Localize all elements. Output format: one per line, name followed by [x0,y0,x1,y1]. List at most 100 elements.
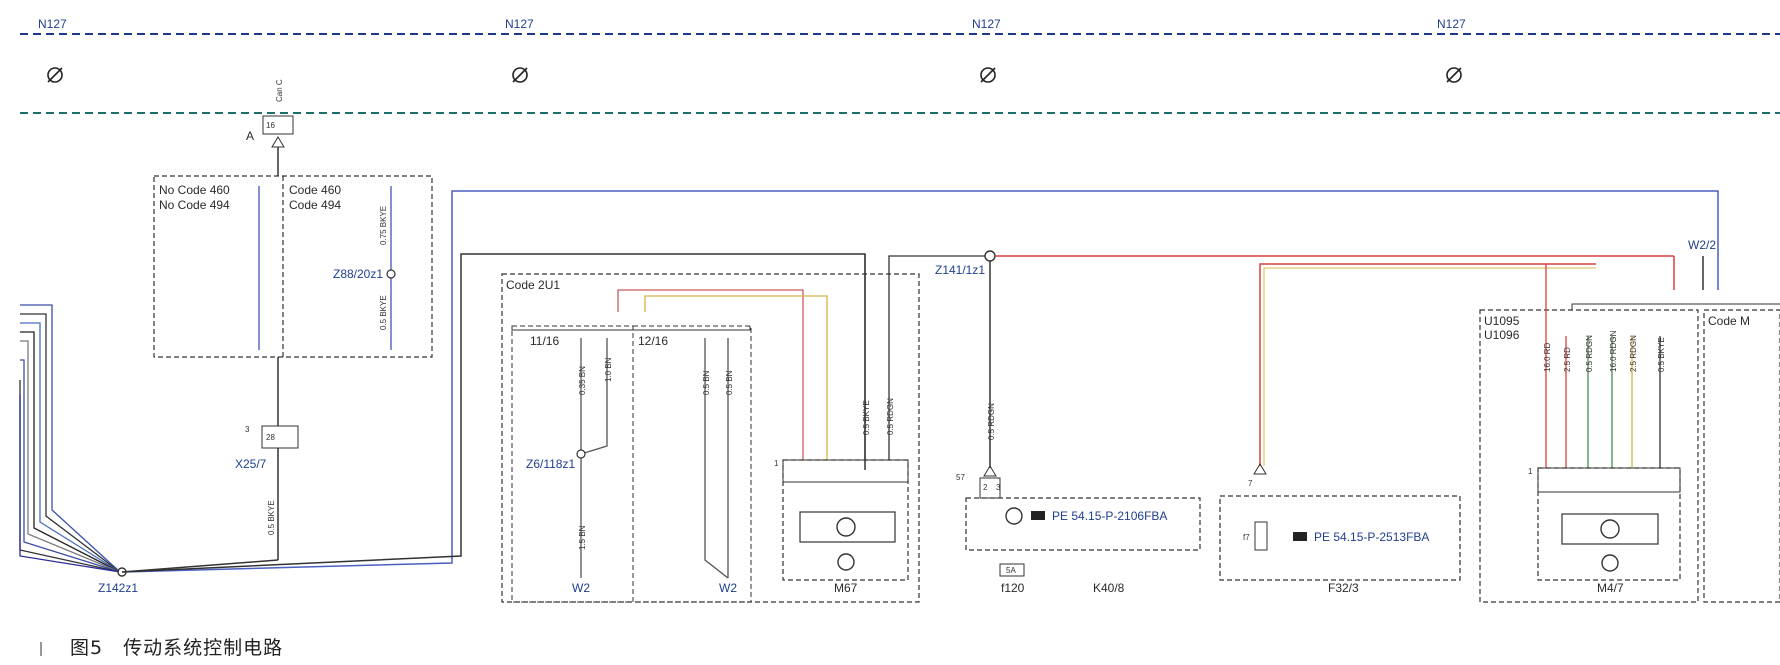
connector-a-triangle [271,136,285,148]
branch-11-16: 11/16 [530,334,559,348]
m67-outer [782,459,909,581]
wire-label-rdgn-16: 16.0 RDGN [1609,330,1618,372]
code-460-label: Code 460 [289,183,341,197]
u1096-label: U1096 [1484,328,1520,342]
wire-m67-red [617,289,804,460]
k40-label: K40/8 [1093,581,1125,595]
bus-label-n127-2: N127 [505,17,534,31]
wire-label-rdgn-05-b: 0.5 RDGN [987,403,996,440]
n127-symbol-3 [980,67,996,83]
pe-icon-k40 [1031,511,1045,520]
m47-label: M4/7 [1597,581,1624,595]
m47-outer [1537,467,1681,581]
branch-box-2 [632,325,752,603]
branch-bracket [511,326,751,331]
fan-wires [19,304,121,573]
wire-z142-blue-top [121,190,1719,573]
wire-bn-10-join [580,430,608,455]
code-494-label: Code 494 [289,198,341,212]
ref-pe-f32: PE 54.15-P-2513FBA [1314,530,1429,544]
code-2u1-box [501,273,920,603]
x25-pin28: 28 [266,433,275,442]
m67-module [799,511,896,543]
connector-a-label: A [246,129,254,143]
splice-z141 [984,250,996,262]
wire-label-rdgn-05-a: 0.5 RDGN [886,398,895,435]
wire-z142-black [121,253,866,573]
branch-12-16: 12/16 [638,334,668,348]
m67-module-icon [836,517,856,537]
k40-pin3: 3 [996,483,1001,492]
w22-label: W2/2 [1688,238,1716,252]
code-m-label: Code M [1708,314,1750,328]
caption-marker [40,641,48,656]
f120-label: f120 [1001,581,1025,595]
connector-x25-label: X25/7 [235,457,267,471]
f32-label: F32/3 [1328,581,1359,595]
no-code-494-label: No Code 494 [159,198,230,212]
f32-outer [1219,495,1461,581]
m67-motor-icon [837,553,855,571]
no-code-460-label: No Code 460 [159,183,230,197]
n127-symbol-2 [512,67,528,83]
splice-z88 [386,269,396,279]
wire-label-bkye-05-a: 0.5 BKYE [379,295,388,330]
splice-z6 [576,449,586,459]
f7-label: f7 [1243,533,1250,542]
wire-label-bn-15: 1.5 BN [578,525,587,550]
wire-label-bkye-05-b: 0.5 BKYE [267,500,276,535]
m67-label: M67 [834,581,858,595]
code-2u1-label: Code 2U1 [506,278,560,292]
wire-label-bkye-075: 0.75 BKYE [379,206,388,245]
caption-text: 图5 传动系统控制电路 [70,637,284,659]
m47-pinbar [1537,467,1681,493]
wire-label-bn-10: 1.0 BN [604,357,613,382]
wire-bn-05-a [704,338,729,579]
figure-caption: 图5 传动系统控制电路 [40,633,283,660]
wire-label-bn-035: 0.35 BN [578,366,587,395]
pe-icon-f32 [1293,532,1307,541]
m67-pin1: 1 [774,459,779,468]
w2-label-2: W2 [719,581,737,595]
splice-z88-label: Z88/20z1 [333,267,383,281]
splice-z142-label: Z142z1 [98,581,138,595]
ref-pe-k40: PE 54.15-P-2106FBA [1052,509,1167,523]
f32-pin7: 7 [1248,479,1253,488]
m47-module [1561,513,1659,545]
wire-m67-yellow [644,295,828,460]
k40-triangle [983,465,997,477]
wire-label-rdgn-05-c: 0.5 RDGN [1585,335,1594,372]
wire-label-rd-25: 2.5 RD [1563,347,1572,372]
bus-label-n127-1: N127 [38,17,67,31]
code-460-box [153,175,433,358]
m67-pinbar [782,459,909,483]
splice-z141-label: Z141/1z1 [935,263,985,277]
f32-triangle [1253,463,1267,475]
splice-z6-label: Z6/118z1 [526,457,575,471]
u-bracket [1571,303,1780,310]
wire-x25-to-z142 [121,559,279,573]
f120-fuse [999,563,1025,577]
wire-label-bn-05-a: 0.5 BN [702,370,711,395]
u1095-label: U1095 [1484,314,1520,328]
k40-pin2: 2 [983,483,988,492]
wire-label-rd-16: 16.0 RD [1543,342,1552,372]
n127-symbol-1 [47,67,63,83]
wire-f32-red [1259,263,1596,466]
m47-module-icon [1600,519,1620,539]
x25-pin3: 3 [245,425,250,434]
wire-label-bn-05-b: 0.5 BN [725,370,734,395]
u1095-box [1479,309,1699,603]
k40-pin57: 57 [956,473,965,482]
k40-outer [965,497,1201,551]
code-m-box [1703,309,1780,603]
wire-label-bkye-05-d: 0.5 BKYE [1657,337,1666,372]
w2-label-1: W2 [572,581,590,595]
m47-motor-icon [1601,554,1619,572]
bus-label-n127-3: N127 [972,17,1001,31]
connector-x25-box [261,425,299,449]
pin-can-c-label: Can C [275,79,284,102]
k40-module-icon [1005,507,1023,525]
m47-pin1: 1 [1528,467,1533,476]
